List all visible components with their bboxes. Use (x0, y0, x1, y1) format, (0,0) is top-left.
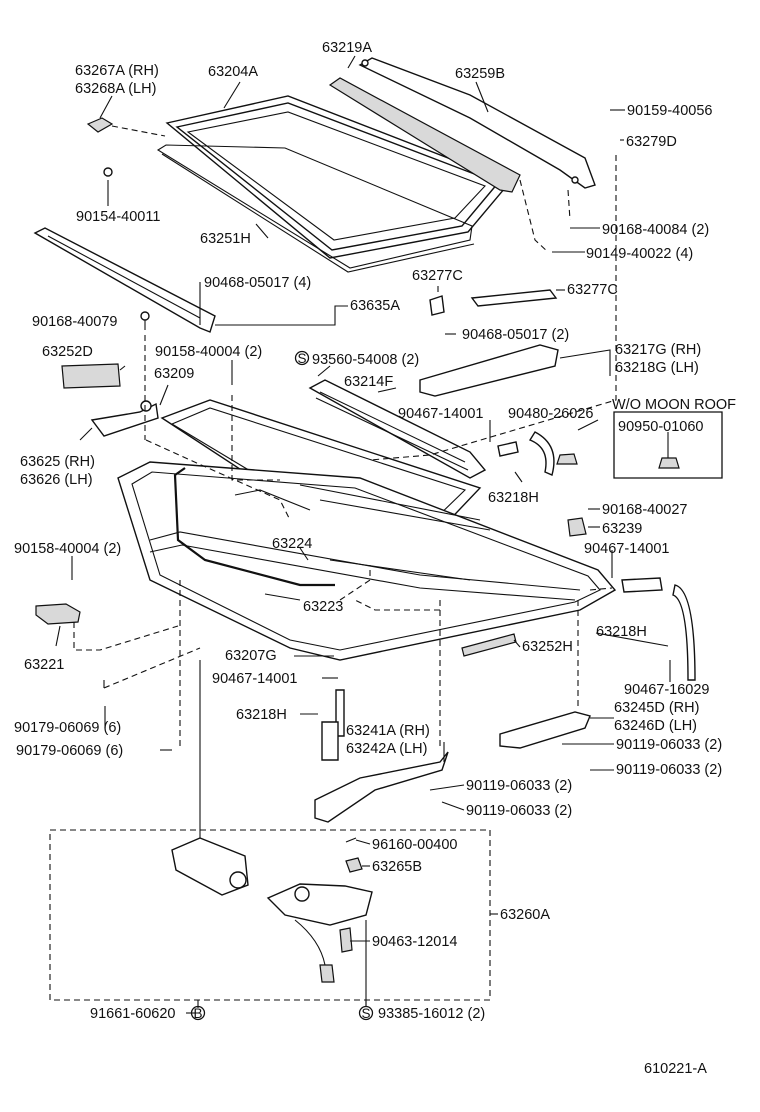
label-90468-05017-b: 90468-05017 (2) (462, 327, 569, 343)
label-90158-40004-a: 90158-40004 (2) (155, 344, 262, 360)
label-63245D: 63245D (RH) (614, 700, 699, 716)
seal-63252H (461, 633, 517, 657)
screw-90154 (103, 167, 113, 177)
label-63260A: 63260A (500, 907, 550, 923)
label-63268A: 63268A (LH) (75, 81, 156, 97)
label-63218G: 63218G (LH) (615, 360, 699, 376)
label-63252D: 63252D (42, 344, 93, 360)
label-90158-40004-b: 90158-40004 (2) (14, 541, 121, 557)
label-63267A: 63267A (RH) (75, 63, 159, 79)
label-63221: 63221 (24, 657, 64, 673)
label-63265B: 63265B (372, 859, 422, 875)
bracket-63241A (314, 751, 449, 823)
label-90467-14001-b: 90467-14001 (584, 541, 669, 557)
label-63207G: 63207G (225, 648, 277, 664)
leader-lines (55, 55, 671, 1014)
label-90149-40022: 90149-40022 (4) (586, 246, 693, 262)
part-labels: 63267A (RH) 63268A (LH) 63204A 63219A 63… (14, 40, 736, 1077)
label-90154-40011: 90154-40011 (76, 209, 160, 225)
label-wo-moon-roof: W/O MOON ROOF (612, 397, 736, 413)
bracket-63625 (90, 400, 159, 437)
label-63239: 63239 (602, 521, 642, 537)
bracket-63277C (429, 289, 558, 316)
label-90467-16029: 90467-16029 (624, 682, 709, 698)
label-90119-06033-b: 90119-06033 (2) (616, 762, 722, 778)
glass-panel-63204A (165, 95, 512, 259)
label-90168-40027: 90168-40027 (602, 502, 687, 518)
label-90159-40056: 90159-40056 (627, 103, 712, 119)
label-63224: 63224 (272, 536, 312, 552)
label-90119-06033-a: 90119-06033 (2) (616, 737, 722, 753)
label-63214F: 63214F (344, 374, 393, 390)
label-63217G: 63217G (RH) (615, 342, 701, 358)
label-63223: 63223 (303, 599, 343, 615)
label-63218H-a: 63218H (488, 490, 539, 506)
label-90179-06069-b: 90179-06069 (6) (16, 743, 123, 759)
rail-left-63635A (33, 227, 216, 333)
label-90463-12014: 90463-12014 (372, 934, 457, 950)
label-63279D: 63279D (626, 134, 677, 150)
housing-63207G (117, 461, 617, 661)
marker-s-1: S (298, 351, 307, 366)
label-63626: 63626 (LH) (20, 472, 93, 488)
bracket-63245D (499, 711, 591, 749)
label-91661-60620: 91661-60620 (90, 1006, 175, 1022)
label-63241A: 63241A (RH) (346, 723, 430, 739)
label-63277C-2: 63277C (567, 282, 618, 298)
block-63252D (61, 363, 121, 389)
moonroof-inset-box (613, 411, 723, 479)
label-63242A: 63242A (LH) (346, 741, 427, 757)
dashed-reference-lines (73, 125, 617, 750)
label-90467-14001-a: 90467-14001 (398, 406, 483, 422)
label-90468-05017-a: 90468-05017 (4) (204, 275, 311, 291)
label-90119-06033-c: 90119-06033 (2) (466, 778, 572, 794)
label-90168-40079: 90168-40079 (32, 314, 117, 330)
label-63218H-b: 63218H (596, 624, 647, 640)
motor-assembly-63260A (171, 837, 373, 983)
deflector-63259B (328, 57, 596, 193)
screw-90168-40079 (140, 311, 150, 321)
cable-63224 (173, 467, 335, 587)
drain-pipe-63218H (321, 431, 696, 761)
marker-b: B (194, 1006, 203, 1021)
label-93560-54008: 93560-54008 (2) (312, 352, 419, 368)
marker-s-2: S (362, 1006, 371, 1021)
bracket-63221 (35, 603, 81, 625)
label-63625: 63625 (RH) (20, 454, 95, 470)
label-90168-40084: 90168-40084 (2) (602, 222, 709, 238)
bracket-63217G (419, 344, 559, 397)
label-63218H-c: 63218H (236, 707, 287, 723)
diagram-id: 610221-A (644, 1061, 707, 1077)
sunshade-63214F (308, 379, 487, 479)
label-90119-06033-d: 90119-06033 (2) (466, 803, 572, 819)
label-63246D: 63246D (LH) (614, 718, 697, 734)
label-96160-00400: 96160-00400 (372, 837, 457, 853)
label-63277C-1: 63277C (412, 268, 463, 284)
bracket-63267A (86, 117, 114, 133)
label-63209: 63209 (154, 366, 194, 382)
label-90950-01060: 90950-01060 (618, 419, 703, 435)
label-63635A: 63635A (350, 298, 400, 314)
label-63219A: 63219A (322, 40, 372, 56)
label-90467-14001-c: 90467-14001 (212, 671, 297, 687)
label-93385-16012: 93385-16012 (2) (378, 1006, 485, 1022)
label-63251H: 63251H (200, 231, 251, 247)
label-90480-26026: 90480-26026 (508, 406, 593, 422)
weatherstrip-63251H (156, 144, 475, 273)
label-63252H: 63252H (522, 639, 573, 655)
label-90179-06069-a: 90179-06069 (6) (14, 720, 121, 736)
label-63204A: 63204A (208, 64, 258, 80)
marker-symbols: S B S (190, 350, 374, 1021)
bracket-63239 (567, 517, 587, 537)
plug-90950 (556, 453, 680, 469)
label-63259B: 63259B (455, 66, 505, 82)
dashed-assembly-box (49, 829, 491, 1001)
